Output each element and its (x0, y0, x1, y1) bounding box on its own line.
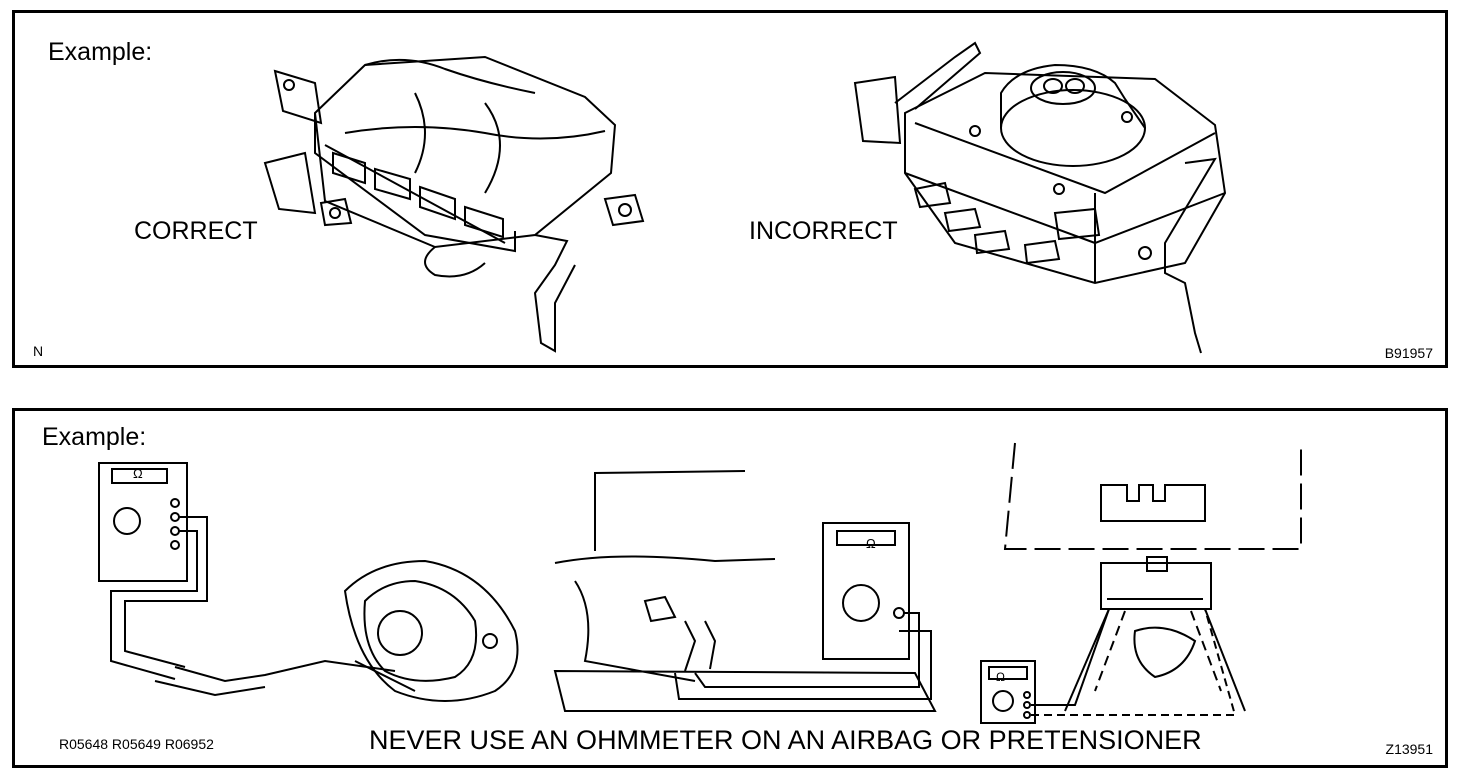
bottom-panel: Example: R05648 R05649 R06952 NEVER USE … (12, 408, 1448, 768)
corner-letter: N (33, 343, 44, 359)
warning-text: NEVER USE AN OHMMETER ON AN AIRBAG OR PR… (369, 725, 1202, 755)
reference-codes: R05648 R05649 R06952 (59, 736, 214, 752)
ohmmeter-pretensioner-scene (981, 443, 1301, 723)
pretensioner-connector (1101, 563, 1211, 609)
top-panel: Example: CORRECT INCORRECT N B91957 (12, 10, 1448, 368)
ohmmeter-symbol-3: Ω (996, 670, 1005, 684)
airbag-module-correct (265, 57, 643, 351)
bottom-figure-code: Z13951 (1385, 741, 1433, 757)
ohmmeter-steering-wheel-scene (99, 463, 518, 701)
ohmmeter-symbol-2: Ω (866, 536, 876, 551)
ohmmeter-1 (99, 463, 187, 581)
ohmmeter-3 (981, 661, 1035, 723)
top-figure-code: B91957 (1384, 345, 1433, 361)
top-example-label: Example: (48, 38, 153, 66)
ohmmeter-2 (823, 523, 909, 659)
ohmmeter-passenger-airbag-scene (555, 471, 935, 711)
ohmmeter-illustration (15, 411, 1445, 765)
airbag-assemblies-illustration (15, 13, 1445, 365)
bottom-example-label: Example: (42, 423, 147, 451)
airbag-module-incorrect (855, 43, 1225, 353)
ohmmeter-symbol-1: Ω (133, 466, 143, 481)
correct-label: CORRECT (134, 217, 258, 245)
incorrect-label: INCORRECT (749, 217, 898, 245)
